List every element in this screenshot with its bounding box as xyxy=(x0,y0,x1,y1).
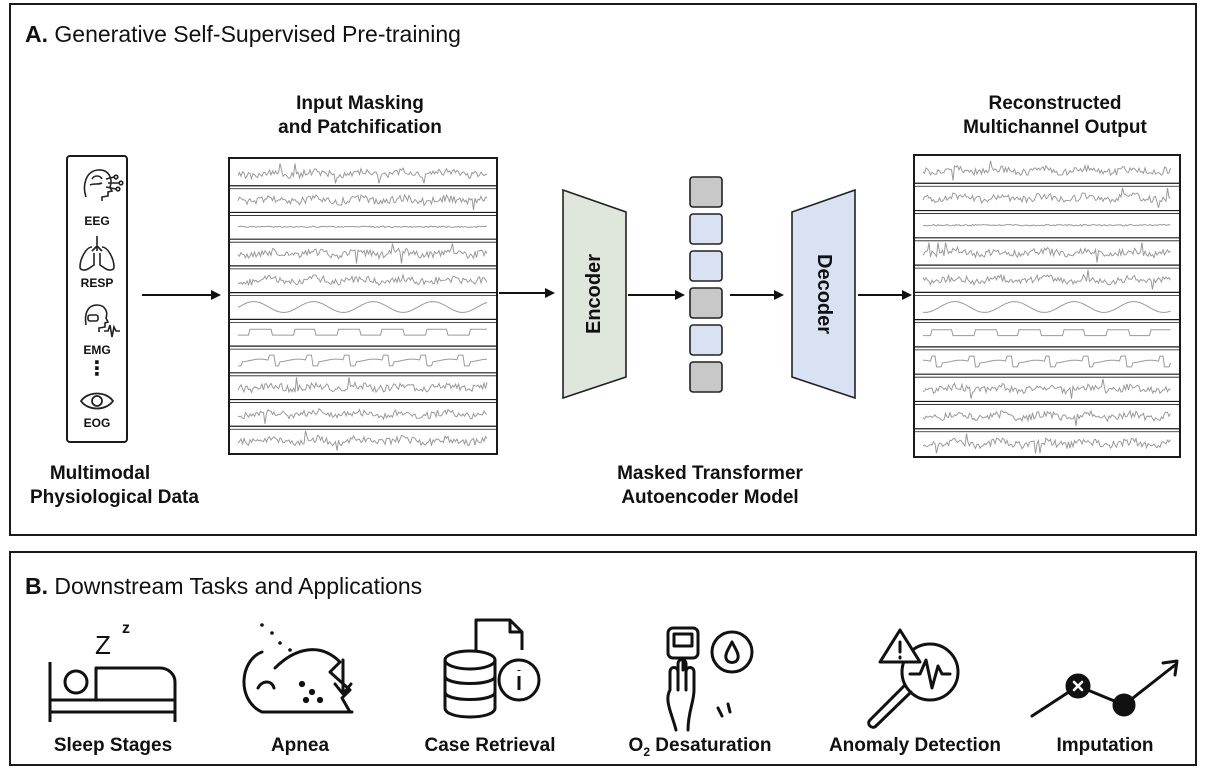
sleep-z-big: Z xyxy=(95,630,111,660)
signal-trace xyxy=(922,223,1171,227)
task-label-imputation: Imputation xyxy=(1056,735,1154,756)
lungs-icon xyxy=(79,236,115,271)
signal-trace xyxy=(237,301,488,313)
eye-icon xyxy=(79,392,115,410)
apnea-face-icon xyxy=(242,648,354,714)
task-label-sleep-stages: Sleep Stages xyxy=(53,735,173,756)
modality-label-eog: EOG xyxy=(83,416,111,430)
task-label-apnea: Apnea xyxy=(270,735,330,756)
signal-trace xyxy=(922,301,1171,313)
bed-sleep-icon xyxy=(48,662,177,722)
signal-trace xyxy=(237,225,487,229)
modality-column xyxy=(66,155,128,443)
signal-trace xyxy=(237,408,488,424)
imputation-line-icon xyxy=(1030,659,1179,718)
signal-trace xyxy=(922,160,1171,181)
signal-trace xyxy=(237,243,488,264)
panel-b-title: B. Downstream Tasks and Applications xyxy=(25,573,423,599)
signal-trace xyxy=(237,377,488,394)
encoder-block xyxy=(562,188,627,400)
signal-trace xyxy=(237,163,488,184)
latent-token-visible xyxy=(689,324,723,356)
latent-token-visible xyxy=(689,213,723,245)
sleep-z-small: z xyxy=(122,620,130,637)
latent-token-stack xyxy=(689,176,723,393)
modality-label-resp: RESP xyxy=(80,276,114,290)
signal-trace xyxy=(922,409,1171,427)
signal-trace xyxy=(922,355,1171,368)
task-label-o2-desaturation: O2 Desaturation xyxy=(628,735,772,759)
masked-input-signals xyxy=(228,157,498,455)
panel-a-title: A. Generative Self-Supervised Pre-traini… xyxy=(25,21,461,47)
magnifier-warning-icon xyxy=(867,628,960,729)
pulse-oximeter-icon xyxy=(666,626,754,732)
task-label-case-retrieval: Case Retrieval xyxy=(424,735,556,756)
signal-trace xyxy=(237,193,488,211)
apnea-dots xyxy=(260,623,292,652)
latent-token-visible xyxy=(689,250,723,282)
signal-trace xyxy=(238,354,488,367)
reconstructed-output-signals xyxy=(913,154,1181,458)
signal-trace xyxy=(238,328,487,336)
signal-trace xyxy=(922,269,1171,290)
modality-label-emg: EMG xyxy=(83,343,111,357)
eeg-head-icon xyxy=(83,169,124,201)
latent-token-masked xyxy=(689,361,723,393)
signal-trace xyxy=(922,242,1171,263)
signal-trace xyxy=(922,187,1171,208)
modality-ellipsis: ⋮ xyxy=(87,358,107,380)
signal-trace xyxy=(922,378,1171,399)
latent-token-masked xyxy=(689,287,723,319)
latent-token-masked xyxy=(689,176,723,208)
task-label-anomaly-detection: Anomaly Detection xyxy=(828,735,1002,756)
signal-trace xyxy=(237,430,488,451)
signal-trace xyxy=(922,433,1171,454)
emg-face-icon xyxy=(84,304,120,338)
modality-label-eeg: EEG xyxy=(84,214,110,228)
database-info-icon xyxy=(443,618,541,719)
signal-trace xyxy=(237,273,488,287)
signal-trace xyxy=(923,329,1171,337)
decoder-block xyxy=(791,188,856,400)
panel-b-downstream: B. Downstream Tasks and Applications xyxy=(9,551,1197,766)
